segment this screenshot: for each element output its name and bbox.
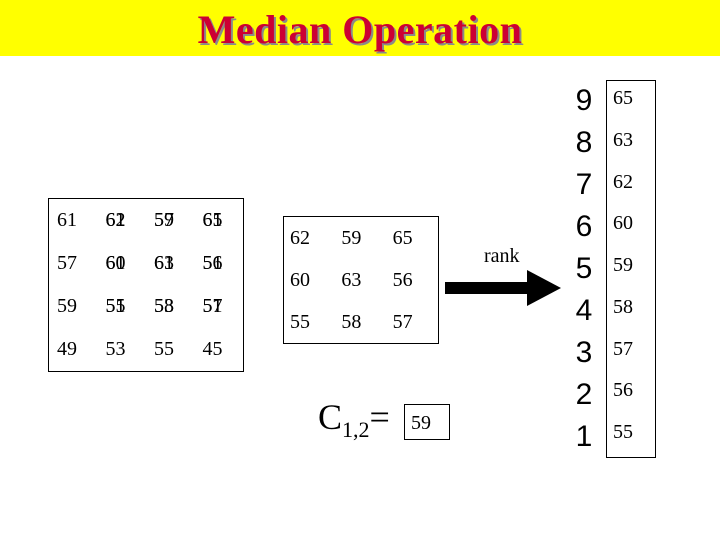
input-cell-value: 45 xyxy=(203,338,223,361)
window-cell: 57 xyxy=(392,310,413,333)
input-cell-value: 53 xyxy=(106,338,126,361)
rank-number: 8 xyxy=(575,126,593,159)
input-cell-text: 61 xyxy=(57,209,77,231)
sorted-value: 59 xyxy=(613,254,633,277)
input-cell-overlap-value: 61 xyxy=(105,252,126,274)
input-cell-overlap-value: 51 xyxy=(202,295,223,317)
window-grid: 62 59 65 60 63 56 55 58 57 xyxy=(283,216,439,344)
input-cell: 55 xyxy=(146,328,195,371)
input-cell-value: 55 xyxy=(154,338,174,361)
result-symbol: C xyxy=(318,397,343,437)
input-cell-overlap-value: 53 xyxy=(154,295,174,317)
input-cell-overlap-value: 61 xyxy=(154,252,174,274)
input-cell-overlap-value: 57 xyxy=(154,209,174,231)
input-cell-text: 53 xyxy=(105,338,126,360)
input-cell-text: 57 xyxy=(202,295,223,317)
rank-number: 5 xyxy=(575,252,593,285)
result-label: C1,2= xyxy=(318,396,390,443)
sorted-value: 55 xyxy=(613,421,633,444)
window-cell: 60 xyxy=(290,268,310,291)
sorted-value: 57 xyxy=(613,337,633,360)
input-cell-overlap-value: 61 xyxy=(105,209,126,231)
rank-number: 7 xyxy=(575,168,593,201)
result-equals: = xyxy=(369,397,390,437)
arrow-right-icon xyxy=(445,270,561,306)
rank-column: 9 8 7 6 5 4 3 2 1 xyxy=(566,80,602,458)
sorted-value: 58 xyxy=(613,295,633,318)
rank-number: 3 xyxy=(575,336,593,369)
sorted-value: 62 xyxy=(613,170,633,193)
input-cell-text: 59 xyxy=(154,209,174,231)
input-cell-text: 63 xyxy=(154,252,174,274)
input-cell: 45 xyxy=(195,328,244,371)
input-cell-text: 65 xyxy=(202,209,223,231)
input-cell-value: 49 xyxy=(57,338,77,361)
window-cell: 62 xyxy=(290,226,310,249)
window-cell: 59 xyxy=(341,226,362,249)
rank-number: 6 xyxy=(575,210,593,243)
input-cell-text: 55 xyxy=(154,338,174,360)
input-cell: 53 xyxy=(98,328,147,371)
input-cell: 57 xyxy=(49,242,98,285)
input-cell-overlap-value: 51 xyxy=(105,295,126,317)
sorted-value: 63 xyxy=(613,128,633,151)
sorted-value: 60 xyxy=(613,212,633,235)
input-cell-text: 56 xyxy=(202,252,223,274)
page-title: Median Operation xyxy=(197,7,523,52)
input-cell-overlap-value: 51 xyxy=(202,252,223,274)
input-cell-text: 60 xyxy=(105,252,126,274)
result-subscript: 1,2 xyxy=(342,417,370,443)
window-cell: 55 xyxy=(290,310,310,333)
title-bar xyxy=(0,0,720,56)
rank-number: 4 xyxy=(575,294,593,327)
input-cell-value: 61 xyxy=(57,209,77,232)
input-cell-text: 49 xyxy=(57,338,77,360)
input-cell-value: 59 xyxy=(57,295,77,318)
input-cell: 61 xyxy=(49,199,98,242)
input-cell-value: 57 xyxy=(57,252,77,275)
input-cell-text: 55 xyxy=(105,295,126,317)
sorted-value: 65 xyxy=(613,87,633,109)
rank-label: rank xyxy=(484,245,520,267)
input-cell-overlap-value: 61 xyxy=(202,209,223,231)
sorted-values-column: 65 63 62 60 59 58 57 56 55 xyxy=(606,80,656,458)
input-cell-text: 59 xyxy=(57,295,77,317)
rank-number: 2 xyxy=(575,378,593,411)
input-cell: 49 xyxy=(49,328,98,371)
window-cell: 65 xyxy=(392,226,413,249)
input-cell-text: 62 xyxy=(105,209,126,231)
window-cell: 58 xyxy=(341,310,362,333)
sorted-value: 56 xyxy=(613,379,633,402)
input-cell-text: 45 xyxy=(202,338,223,360)
window-cell: 63 xyxy=(341,268,362,291)
rank-number: 9 xyxy=(575,84,593,117)
result-value-box: 59 xyxy=(404,404,450,440)
input-cell-text: 57 xyxy=(57,252,77,274)
rank-number: 1 xyxy=(575,420,593,453)
input-cell: 59 xyxy=(49,285,98,328)
input-cell-text: 58 xyxy=(154,295,174,317)
window-cell: 56 xyxy=(392,268,413,291)
